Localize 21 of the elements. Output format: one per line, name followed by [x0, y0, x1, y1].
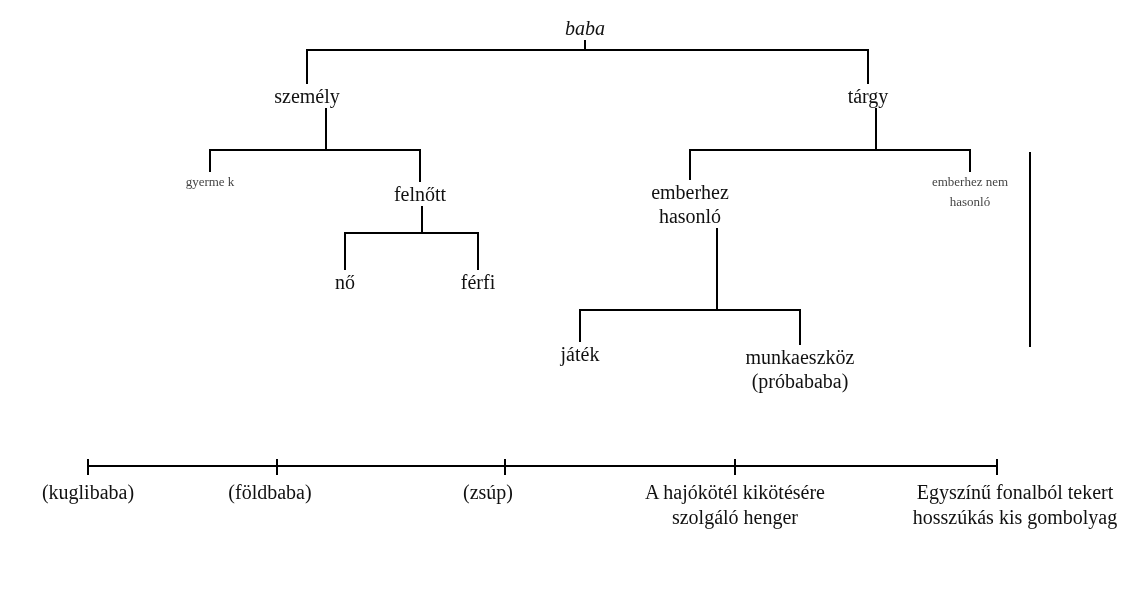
connector-line [875, 107, 971, 173]
node-label: férfi [448, 270, 508, 294]
node-label: játék [545, 342, 615, 366]
node-label: emberhez nem hasonló [920, 172, 1020, 212]
connector-line [584, 39, 869, 85]
node-label: munkaeszköz (próbababa) [710, 345, 890, 393]
node-label: tárgy [828, 84, 908, 108]
node-label: gyerme k [175, 172, 245, 192]
node-label: felnőtt [370, 182, 470, 206]
connector-line [421, 205, 479, 271]
connector-line [716, 227, 801, 346]
connector-line [325, 107, 421, 183]
leaf-label: Egyszínű fonalból tekert hosszúkás kis gombolyag [911, 480, 1119, 530]
node-label: emberhez hasonló [630, 180, 750, 228]
node-label: nő [325, 270, 365, 294]
leaf-label: (földbaba) [227, 480, 313, 505]
leaf-label: A hajókötél kikötésére szolgáló henger [644, 480, 826, 530]
leaf-label: (zsúp) [462, 480, 514, 505]
node-label: személy [252, 84, 362, 108]
node-label: baba [545, 16, 625, 40]
leaf-label: (kuglibaba) [40, 480, 136, 505]
